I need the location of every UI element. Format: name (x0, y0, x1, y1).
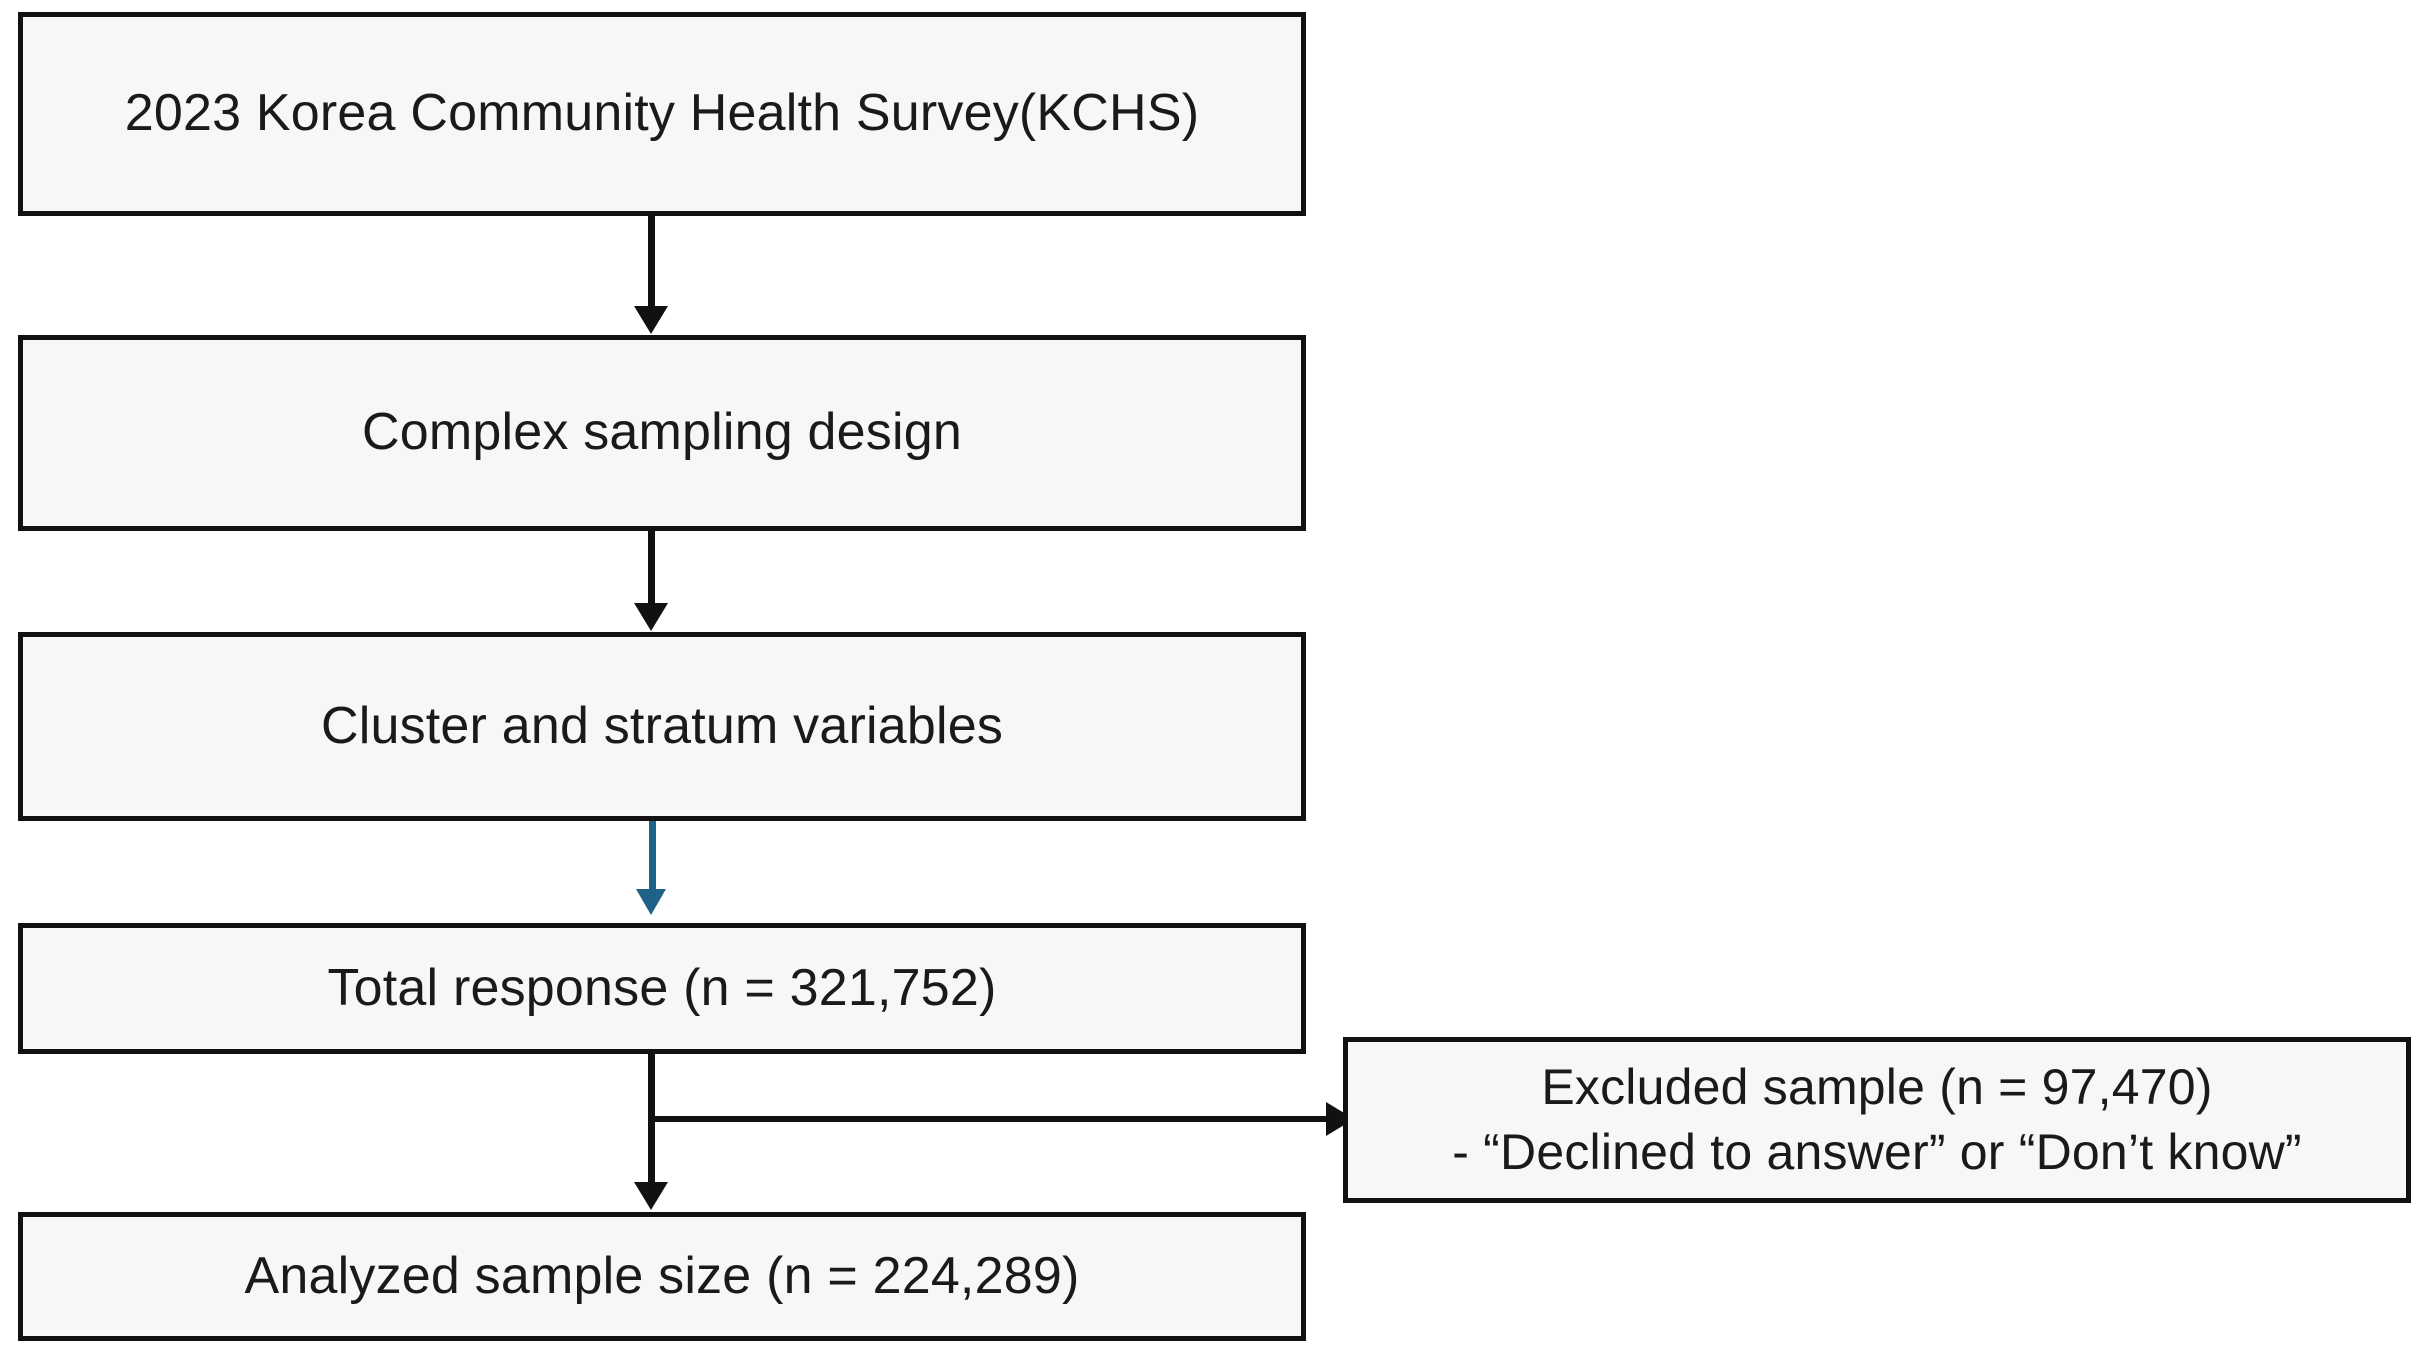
arrowhead-icon (634, 1182, 668, 1210)
node-variables-label: Cluster and stratum variables (320, 696, 1004, 755)
node-excluded-sample-label: Excluded sample (n = 97,470) - “Declined… (1452, 1059, 2302, 1180)
edge-line (649, 821, 656, 893)
node-excluded-sample: Excluded sample (n = 97,470) - “Declined… (1343, 1037, 2411, 1203)
node-design: Complex sampling design (18, 335, 1306, 531)
edge-line (648, 1054, 655, 1186)
node-variables: Cluster and stratum variables (18, 632, 1306, 821)
node-source-label: 2023 Korea Community Health Survey(KCHS) (124, 84, 1200, 143)
edge-line (648, 216, 655, 310)
edge-line (652, 1116, 1351, 1122)
node-analyzed-sample: Analyzed sample size (n = 224,289) (18, 1212, 1306, 1341)
node-total-response-label: Total response (n = 321,752) (327, 958, 997, 1017)
arrowhead-icon (634, 306, 668, 334)
node-source: 2023 Korea Community Health Survey(KCHS) (18, 12, 1306, 216)
edge-line (648, 531, 655, 607)
node-design-label: Complex sampling design (361, 403, 962, 462)
arrowhead-icon (634, 603, 668, 631)
node-analyzed-sample-label: Analyzed sample size (n = 224,289) (244, 1246, 1080, 1305)
arrowhead-icon (636, 889, 666, 915)
node-total-response: Total response (n = 321,752) (18, 923, 1306, 1054)
